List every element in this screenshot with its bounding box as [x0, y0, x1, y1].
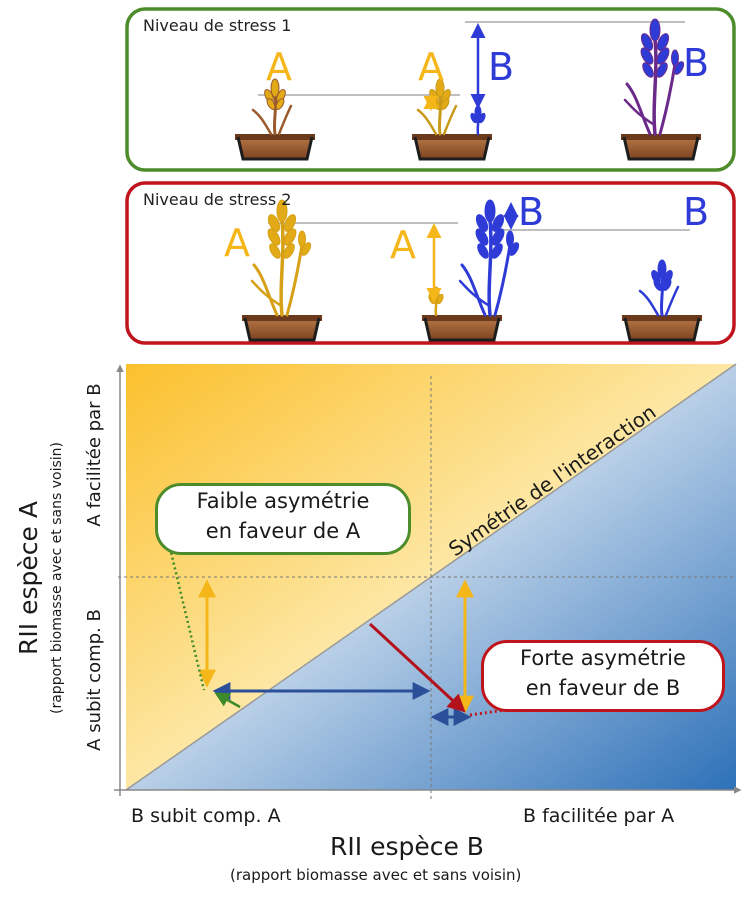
pot-icon — [620, 313, 704, 342]
arrow-red — [368, 622, 466, 713]
panel-2-label: Niveau de stress 2 — [143, 190, 292, 209]
rii-plot: Symétrie de l'interaction RII espèce A (… — [14, 363, 742, 800]
y-high-label: A facilitée par B — [84, 383, 105, 526]
stress-level-1-panel — [125, 7, 736, 172]
x-axis-sublabel: (rapport biomasse avec et sans voisin) — [230, 866, 522, 884]
panel-1-letter-b-mid: B — [488, 45, 515, 89]
panel-2-letter-a-mid: A — [390, 223, 416, 267]
pot-icon — [410, 132, 494, 161]
pot-icon — [233, 132, 317, 161]
x-axis-label: RII espèce B — [330, 832, 484, 861]
x-high-label: B facilitée par A — [523, 805, 675, 827]
stress-level-2-panel — [125, 181, 736, 345]
arrow-green — [214, 692, 241, 709]
panel-1-letter-a-mid: A — [418, 45, 444, 89]
panel-2-letter-b: B — [683, 190, 710, 234]
panel-1-letter-b: B — [683, 41, 710, 85]
x-low-label: B subit comp. A — [131, 805, 281, 827]
green-dotted-connector — [168, 547, 206, 691]
y-axis-sublabel: (rapport biomasse avec et sans voisin) — [49, 442, 65, 714]
pot-icon — [420, 313, 504, 342]
panel-2-letter-a: A — [224, 221, 250, 265]
pot-icon — [240, 313, 324, 342]
y-low-label: A subit comp. B — [84, 609, 105, 751]
panel-2-letter-b-mid: B — [518, 190, 545, 234]
panel-1-label: Niveau de stress 1 — [143, 16, 292, 35]
pot-icon — [619, 132, 703, 161]
y-axis-label: RII espèce A — [14, 501, 43, 655]
strong-asymmetry-bubble: Forte asymétrie en faveur de B — [481, 640, 725, 712]
panel-1-letter-a: A — [266, 45, 292, 89]
weak-asymmetry-bubble: Faible asymétrie en faveur de A — [155, 483, 411, 555]
